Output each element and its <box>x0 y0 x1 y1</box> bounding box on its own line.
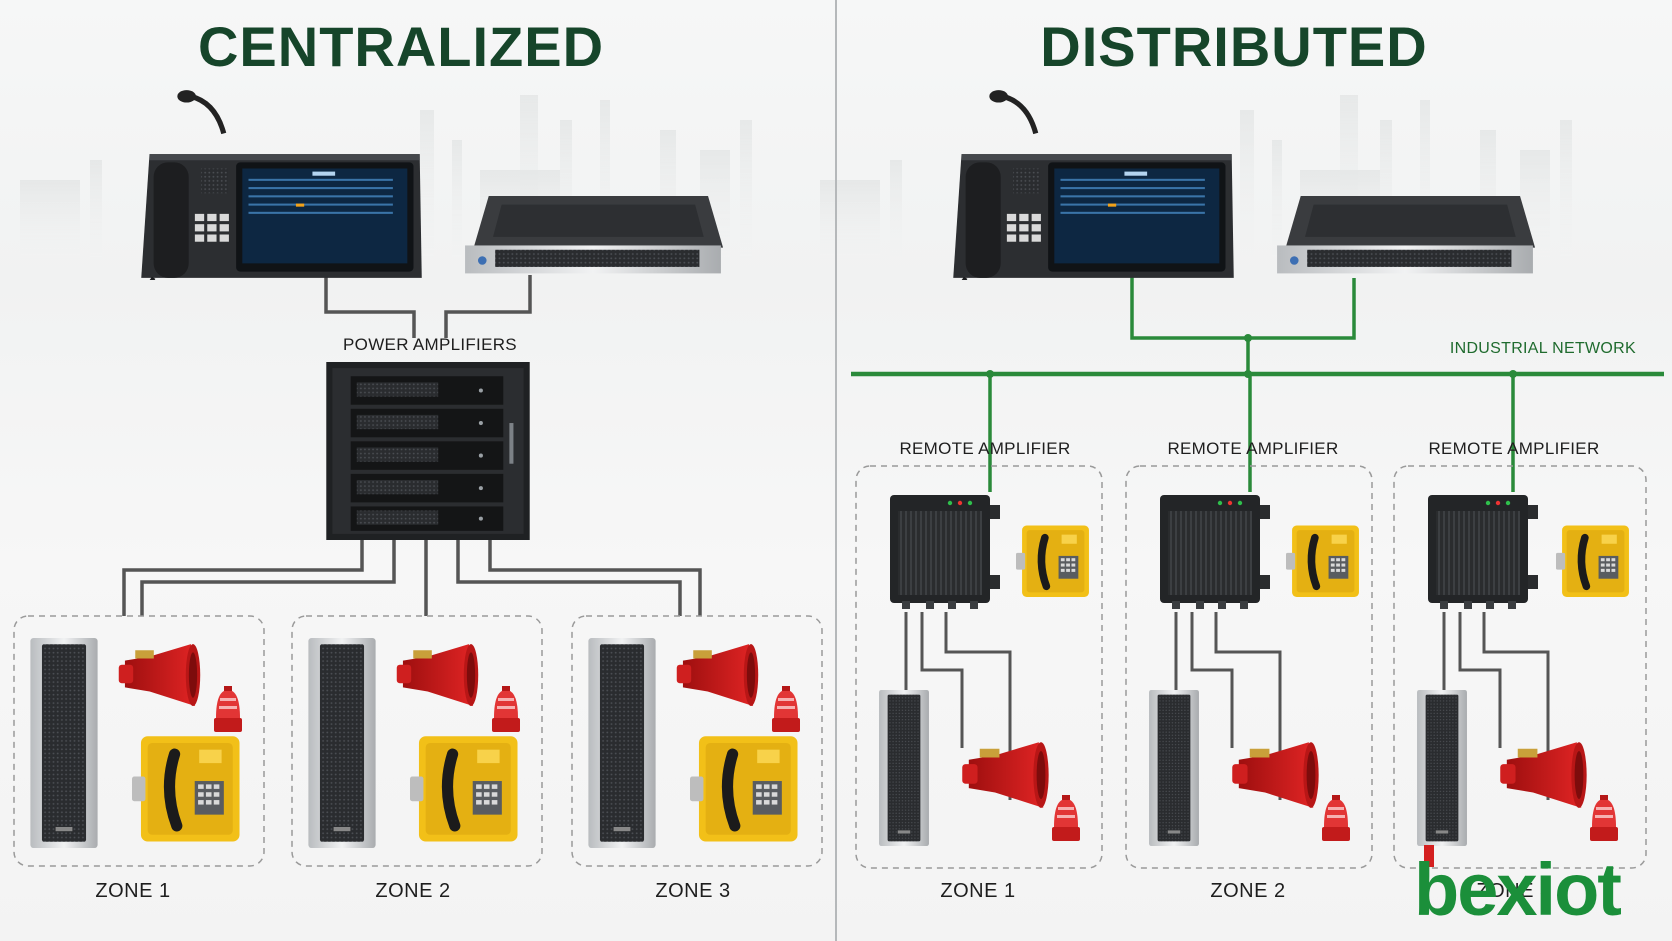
emergency-phone-icon <box>1556 526 1629 597</box>
beacon-icon <box>492 686 520 732</box>
amplifier-rack-icon <box>326 362 530 540</box>
column-speaker-icon <box>308 638 376 848</box>
emergency-phone-icon <box>132 736 240 841</box>
horn-speaker-icon <box>1500 742 1587 808</box>
zone-label: ZONE 3 <box>655 880 730 902</box>
remote-amplifier-label: REMOTE AMPLIFIER <box>1167 439 1338 458</box>
emergency-phone-icon <box>410 736 518 841</box>
column-speaker-icon <box>1417 690 1467 846</box>
zone-label: ZONE 2 <box>1210 880 1285 902</box>
column-speaker-icon <box>1149 690 1199 846</box>
centralized-zone-3 <box>571 615 823 867</box>
title-distributed: DISTRIBUTED <box>1040 15 1427 78</box>
bexiot-logo: bexiot <box>1414 845 1623 931</box>
beacon-icon <box>1590 795 1618 841</box>
remote-amplifier-icon <box>890 495 1000 609</box>
network-server-icon <box>1277 196 1536 274</box>
emergency-phone-icon <box>1286 526 1359 597</box>
svg-text:bexiot: bexiot <box>1414 848 1621 931</box>
left-control-cables <box>324 275 532 338</box>
horn-speaker-icon <box>396 644 479 706</box>
paging-console-icon <box>915 90 1234 295</box>
network-server-icon <box>465 196 724 274</box>
remote-amplifier-icon <box>1428 495 1538 609</box>
power-amplifiers-label: POWER AMPLIFIERS <box>343 335 517 354</box>
paging-console-icon <box>103 90 422 295</box>
distributed-zone-1 <box>855 465 1103 869</box>
remote-amplifier-label: REMOTE AMPLIFIER <box>899 439 1070 458</box>
beacon-icon <box>1052 795 1080 841</box>
remote-amplifier-label: REMOTE AMPLIFIER <box>1428 439 1599 458</box>
horn-speaker-icon <box>676 644 759 706</box>
horn-speaker-icon <box>962 742 1049 808</box>
industrial-network-lines <box>851 275 1664 492</box>
remote-amplifier-icon <box>1160 495 1270 609</box>
emergency-phone-icon <box>1016 526 1089 597</box>
zone-label: ZONE 2 <box>375 880 450 902</box>
industrial-network-label: INDUSTRIAL NETWORK <box>1450 340 1636 357</box>
zone-label: ZONE 1 <box>940 880 1015 902</box>
centralized-zone-1 <box>13 615 265 867</box>
left-speaker-cables <box>122 540 702 616</box>
beacon-icon <box>1322 795 1350 841</box>
distributed-zone-2 <box>1125 465 1373 869</box>
column-speaker-icon <box>588 638 656 848</box>
column-speaker-icon <box>30 638 98 848</box>
title-centralized: CENTRALIZED <box>198 15 604 78</box>
emergency-phone-icon <box>690 736 798 841</box>
zone-label: ZONE 3 <box>1476 880 1551 902</box>
horn-speaker-icon <box>1232 742 1319 808</box>
beacon-icon <box>772 686 800 732</box>
centralized-zone-2 <box>291 615 543 867</box>
horn-speaker-icon <box>118 644 201 706</box>
distributed-zone-3 <box>1393 465 1647 869</box>
beacon-icon <box>214 686 242 732</box>
column-speaker-icon <box>879 690 929 846</box>
zone-label: ZONE 1 <box>95 880 170 902</box>
